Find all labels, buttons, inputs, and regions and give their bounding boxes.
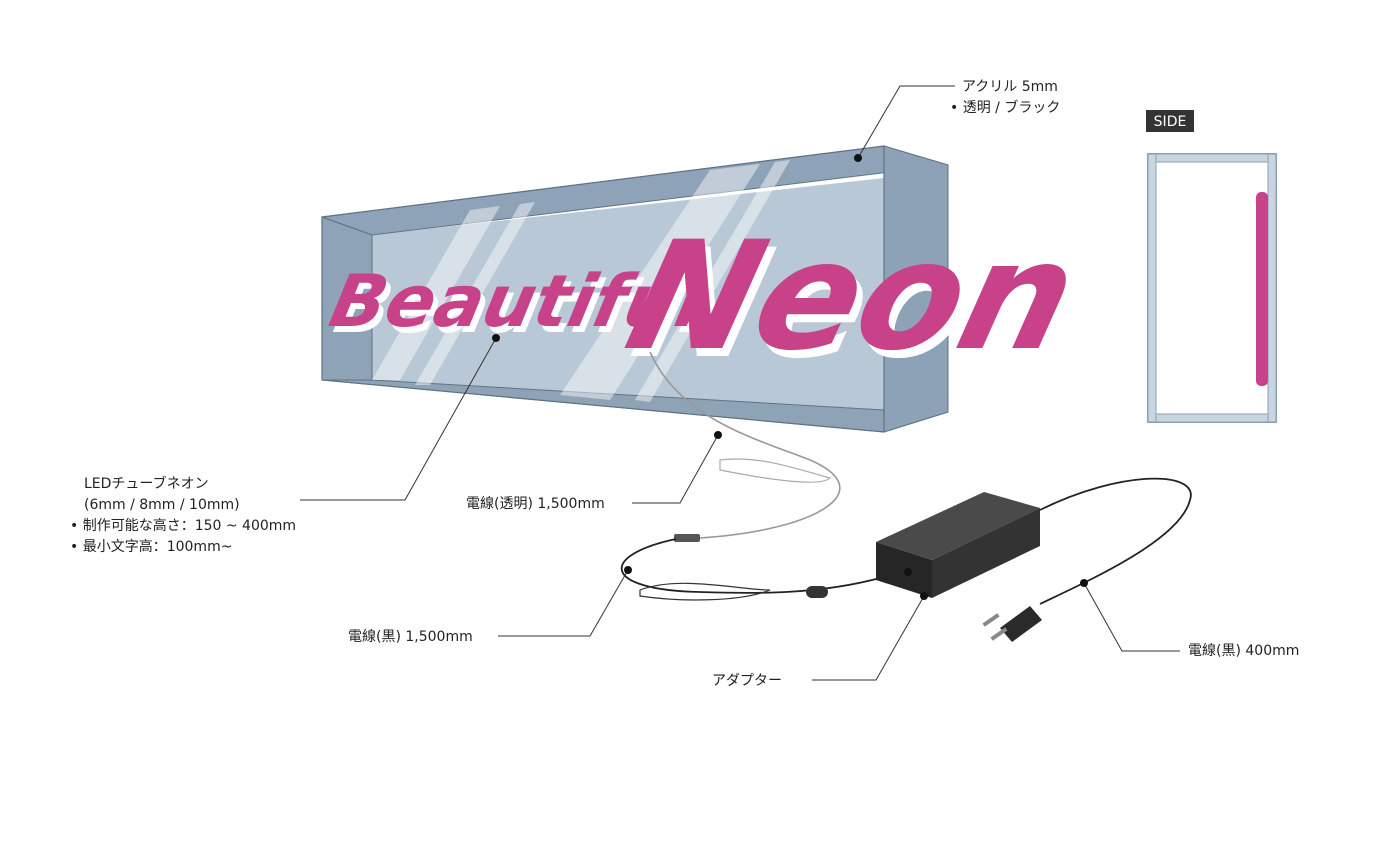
- power-plug: [982, 606, 1042, 642]
- neon-main-text: Neon: [612, 209, 1093, 383]
- adapter-side: [932, 508, 1040, 598]
- neon-script-shadow: Beautiful: [328, 266, 717, 350]
- black-wire-long-label: 電線(黒) 1,500mm: [348, 629, 473, 645]
- leader-black-short: [1083, 582, 1180, 652]
- dot-black-short: [1080, 579, 1088, 587]
- acrylic-label-line2: • 透明 / ブラック: [950, 99, 1060, 116]
- acrylic-box: [321, 145, 949, 433]
- dot-acrylic: [854, 154, 862, 162]
- side-view: SIDE: [1146, 110, 1277, 423]
- side-badge-label: SIDE: [1154, 114, 1187, 130]
- labels: アクリル 5mm • 透明 / ブラック LEDチューブネオン (6mm / 8…: [70, 79, 1299, 689]
- leader-led: [300, 337, 497, 501]
- dot-led: [492, 334, 500, 342]
- black-wire-short-label: 電線(黒) 400mm: [1188, 643, 1299, 659]
- black-wire-short: [1039, 477, 1192, 605]
- acrylic-front-outline: [321, 145, 885, 433]
- led-label-line2: (6mm / 8mm / 10mm): [84, 497, 240, 513]
- adapter-front: [876, 542, 932, 598]
- leader-acrylic: [857, 85, 955, 159]
- leader-black-long: [498, 569, 629, 637]
- dot-adapter: [920, 592, 928, 600]
- clear-wire: [649, 351, 841, 539]
- neon-lettering: Beautiful Beautiful Neon Neon: [323, 209, 1099, 391]
- ferrite-core: [806, 586, 828, 598]
- clear-wire-coil: [719, 458, 832, 483]
- clear-wire-label: 電線(透明) 1,500mm: [466, 496, 605, 512]
- adapter-port: [904, 568, 912, 576]
- leaders: [300, 85, 1180, 681]
- led-label-line3: • 制作可能な高さ：150 ~ 400mm: [70, 517, 296, 534]
- acrylic-back-panel: [372, 178, 884, 410]
- adapter-top: [876, 492, 1040, 560]
- black-wire-coil: [639, 582, 771, 601]
- cables: [620, 351, 1192, 605]
- plug-prong-2: [990, 627, 1008, 641]
- plug-prong-1: [982, 613, 1000, 627]
- side-neon-profile: [1256, 192, 1268, 386]
- adapter-label: アダプター: [712, 673, 782, 689]
- acrylic-label-line1: アクリル 5mm: [962, 79, 1058, 95]
- side-bottom-edge: [1147, 413, 1277, 423]
- wire-connector: [674, 534, 700, 542]
- dot-clear-wire: [714, 431, 722, 439]
- leader-adapter: [812, 595, 925, 681]
- leader-clear-wire: [632, 434, 719, 504]
- power-adapter: [876, 492, 1040, 598]
- neon-main-shadow: Neon: [618, 217, 1099, 391]
- plug-body: [1000, 606, 1042, 642]
- led-label-line4: • 最小文字高：100mm~: [70, 538, 232, 555]
- side-top-edge: [1147, 153, 1277, 163]
- neon-script-text: Beautiful: [323, 260, 712, 344]
- glass-reflections: [372, 160, 790, 402]
- side-right-edge: [1267, 153, 1277, 423]
- side-badge-bg: [1146, 110, 1194, 132]
- led-label-line1: LEDチューブネオン: [84, 475, 209, 492]
- side-left-edge: [1147, 153, 1157, 423]
- dot-black-long: [624, 566, 632, 574]
